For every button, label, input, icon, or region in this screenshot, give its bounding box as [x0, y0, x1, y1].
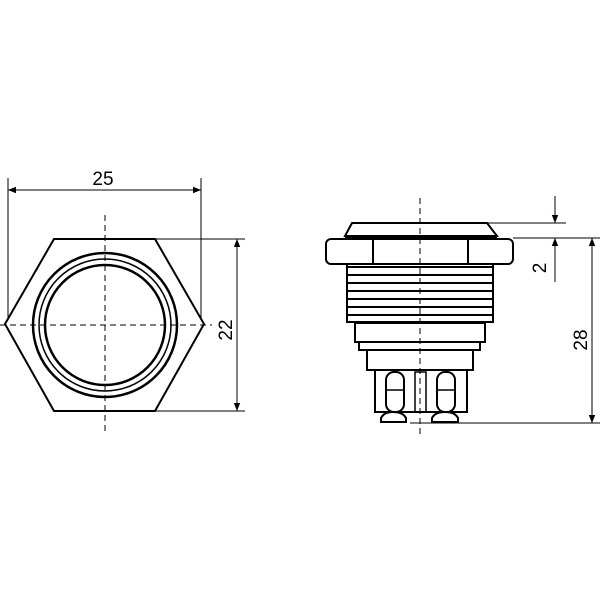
screw-head-left [380, 410, 407, 423]
front-view [0, 178, 245, 432]
cap-dimension-label: 2 [530, 263, 551, 274]
screw-head-right [431, 410, 459, 423]
cap [343, 222, 500, 237]
terminal-right [436, 371, 456, 413]
height-dimension-label: 22 [216, 319, 237, 340]
hex-outline [3, 238, 206, 412]
terminal-left [385, 371, 405, 413]
side-view [325, 196, 600, 438]
width-dimension-label: 25 [92, 169, 113, 190]
total-height-dimension-label: 28 [571, 329, 592, 350]
